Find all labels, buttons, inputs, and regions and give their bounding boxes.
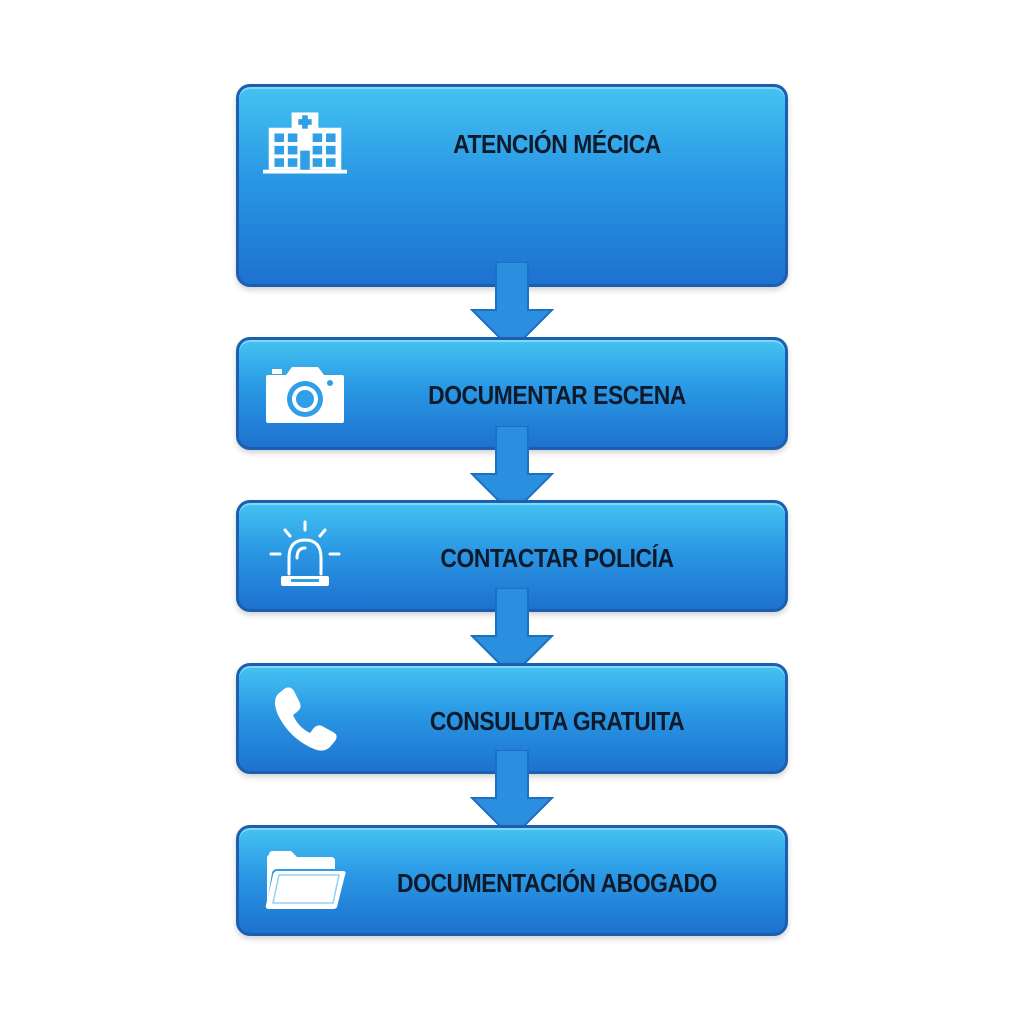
step-label: DOCUMENTAR ESCENA	[428, 380, 686, 410]
step-label: DOCUMENTACIÓN ABOGADO	[397, 868, 717, 898]
step-label: CONTACTAR POLICÍA	[440, 543, 674, 573]
folder-icon	[263, 846, 347, 914]
arrow-down-icon	[470, 588, 554, 678]
arrow-down-icon	[470, 262, 554, 352]
arrow-down-icon	[470, 426, 554, 516]
phone-icon	[263, 684, 347, 752]
step-label: ATENCIÓN MÉCICA	[453, 129, 661, 159]
arrow-down-icon	[470, 750, 554, 840]
step-lawyer-documentation: DOCUMENTACIÓN ABOGADO	[236, 825, 788, 936]
siren-icon	[263, 520, 347, 589]
step-medical-attention: ATENCIÓN MÉCICA	[236, 84, 788, 287]
camera-icon	[263, 360, 347, 428]
step-label: CONSULUTA GRATUITA	[429, 706, 685, 736]
hospital-icon	[263, 109, 347, 177]
